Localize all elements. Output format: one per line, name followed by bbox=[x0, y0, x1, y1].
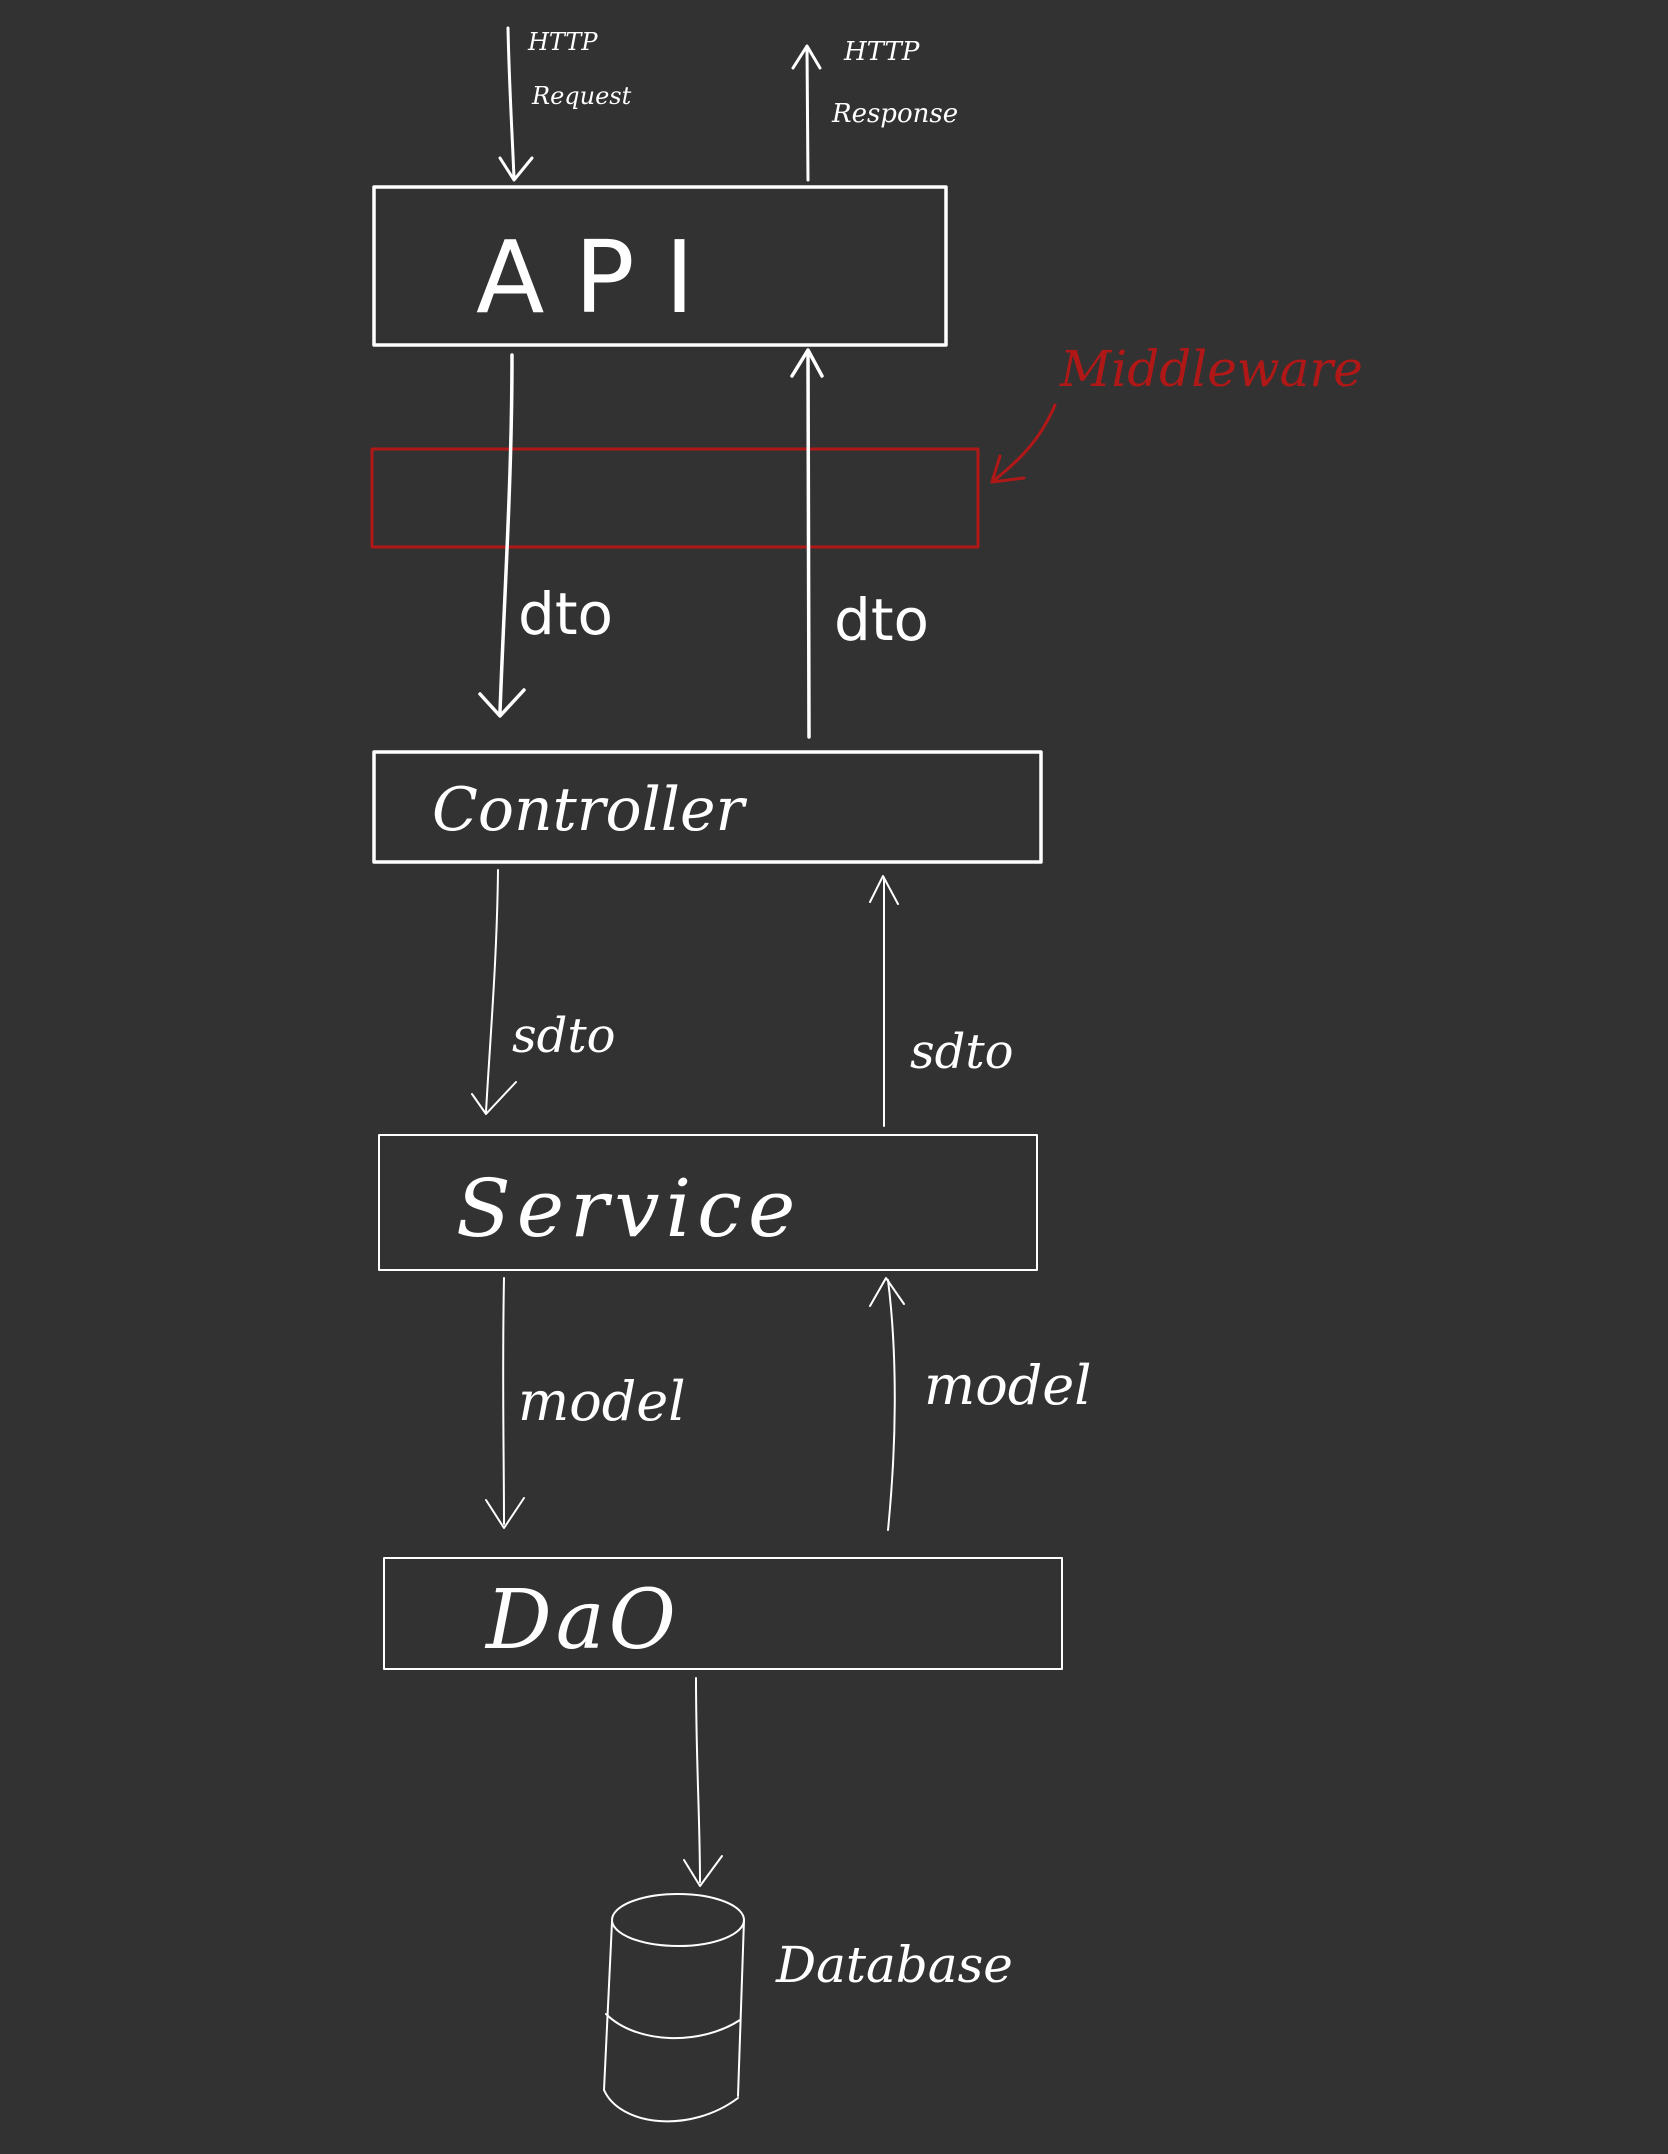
dao-layer-label: DaO bbox=[484, 1573, 680, 1668]
middleware-pointer-arrow bbox=[990, 403, 1057, 484]
http-response-label-line1: HTTP bbox=[843, 37, 920, 67]
sdto-up-label: sdto bbox=[910, 1024, 1014, 1080]
middleware-box bbox=[370, 447, 980, 549]
sdto-down-label: sdto bbox=[512, 1008, 616, 1064]
service-layer-box bbox=[378, 1134, 1038, 1271]
dao-layer-box bbox=[383, 1557, 1063, 1670]
http-response-label-line2: Response bbox=[831, 99, 958, 129]
controller-layer-label: Controller bbox=[432, 775, 747, 845]
http-request-label-line2: Request bbox=[531, 82, 632, 110]
dto-down-arrow bbox=[478, 353, 526, 718]
http-response-arrow bbox=[791, 44, 822, 182]
dto-up-label: dto bbox=[834, 586, 929, 654]
http-request-label-line1: HTTP bbox=[527, 28, 598, 56]
model-up-arrow bbox=[869, 1277, 905, 1531]
service-layer-label: Service bbox=[456, 1162, 801, 1255]
sdto-up-arrow bbox=[869, 875, 899, 1127]
dto-down-label: dto bbox=[518, 580, 613, 648]
model-down-arrow bbox=[485, 1277, 525, 1529]
model-up-label: model bbox=[924, 1354, 1092, 1417]
controller-layer-box bbox=[372, 750, 1043, 864]
api-layer-box bbox=[372, 185, 948, 347]
dto-up-arrow bbox=[790, 348, 824, 739]
dao-to-database-arrow bbox=[683, 1677, 723, 1887]
api-layer-label: API bbox=[476, 219, 724, 336]
model-down-label: model bbox=[518, 1370, 686, 1433]
database-label: Database bbox=[775, 1936, 1013, 1994]
http-request-arrow bbox=[498, 26, 534, 182]
middleware-label: Middleware bbox=[1059, 340, 1363, 398]
sdto-down-arrow bbox=[471, 869, 517, 1115]
database-cylinder-icon bbox=[603, 1893, 745, 2123]
